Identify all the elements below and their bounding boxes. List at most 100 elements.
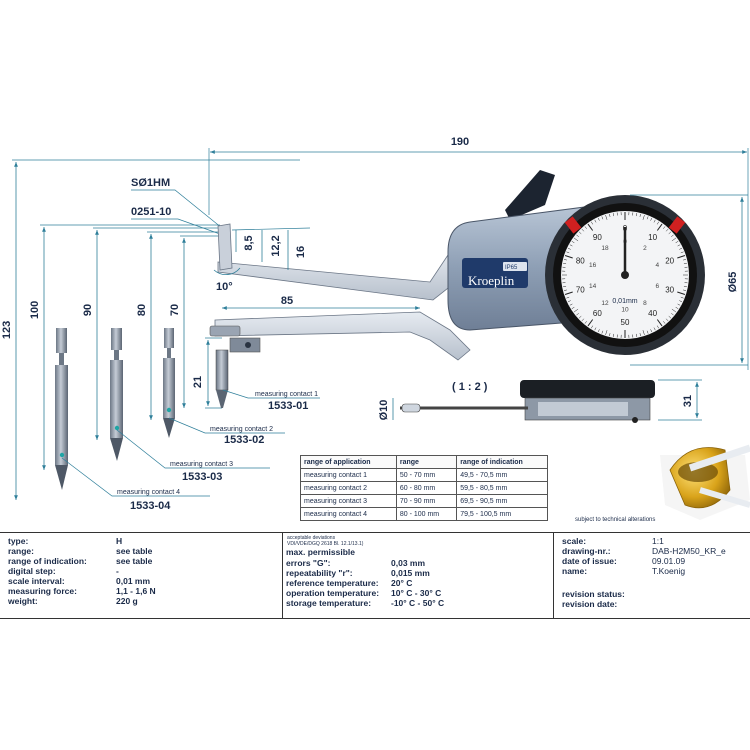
dial-tick: [587, 223, 594, 231]
contact-4-part: 1533-04: [130, 500, 171, 512]
dial-tick: [591, 221, 594, 225]
text-value: repeatability "r":: [286, 568, 353, 578]
dimension-123: 123: [1, 159, 300, 500]
contact-2-label: measuring contact 2: [210, 426, 273, 433]
dial-tick: [563, 262, 567, 265]
text-value: 0,01 mm: [116, 576, 151, 586]
contact-4: [55, 328, 68, 490]
text-value: revision date:: [562, 599, 618, 609]
dial-tick: [566, 251, 570, 254]
dial-outer-numeral: 10: [648, 233, 657, 242]
dial-outer-numeral: 70: [576, 286, 585, 295]
dial-tick: [680, 296, 684, 299]
dial-tick: [576, 313, 579, 316]
dial-tick: [563, 259, 567, 261]
contact-2-callout: measuring contact 2 1533-02: [168, 417, 285, 446]
dial-tick: [571, 306, 575, 309]
dial-outer-numeral: 20: [665, 256, 674, 265]
dimension-190: 190: [208, 136, 749, 370]
text-value: -10° C - 50° C: [391, 598, 445, 608]
range-table-header: range of application range range of indi…: [300, 455, 548, 469]
dial-outer-numeral: 90: [593, 233, 602, 242]
scale-view-label: ( 1 : 2 ): [452, 381, 488, 393]
contact-4-callout: measuring contact 4 1533-04: [61, 457, 210, 512]
dim-90-label: 90: [82, 304, 94, 316]
dial-tick: [656, 221, 659, 225]
dial-tick: [683, 259, 687, 261]
dial-tick: [642, 215, 645, 220]
table-cell: measuring contact 2: [300, 481, 397, 495]
text-value: measuring force:: [8, 586, 77, 596]
tip-leader: [131, 218, 221, 235]
table-row: measuring contact 1 50 - 70 mm 49,5 - 70…: [300, 468, 548, 482]
brand-logo: Kroeplin: [468, 273, 515, 288]
dial-inner-numeral: 2: [643, 245, 647, 252]
dial-tick: [584, 226, 587, 229]
dial-tick: [567, 247, 571, 250]
dial-tick: [594, 327, 597, 331]
dim-80-label: 80: [136, 304, 148, 316]
dial-outer-numeral: 60: [593, 309, 602, 318]
text-value: date of issue:: [562, 556, 617, 566]
dial-tick: [587, 319, 594, 327]
dial-tick: [573, 308, 579, 313]
dimension-90: 90: [82, 227, 220, 440]
dial-tick: [612, 213, 615, 217]
text-value: range of indication:: [8, 556, 87, 566]
dial-unit: 0,01mm: [612, 298, 637, 305]
dim-12-2-label: 12,2: [270, 235, 282, 256]
dial-inner-numeral: 4: [656, 262, 660, 269]
dial-tick: [680, 251, 684, 254]
table-cell: 70 - 90 mm: [395, 494, 458, 508]
dial-tick: [679, 300, 683, 303]
dim-65-label: Ø65: [727, 272, 739, 293]
text-value: max. permissible: [286, 547, 355, 557]
dial-tick: [653, 219, 656, 223]
dim-100-label: 100: [29, 301, 41, 319]
contact-2: [163, 328, 175, 438]
dial-tick: [668, 315, 672, 319]
dial-tick: [671, 308, 677, 313]
dial-tick: [646, 330, 649, 334]
dial-tick: [675, 241, 679, 244]
text-value: 09.01.09: [652, 556, 686, 566]
dimension-100: 100: [29, 224, 220, 470]
dim-190-label: 190: [451, 136, 469, 148]
table-row: measuring contact 4 80 - 100 mm 79,5 - 1…: [300, 507, 548, 521]
table-header-cell: range: [395, 455, 458, 469]
text-value: 0,015 mm: [391, 568, 430, 578]
table-cell: 50 - 70 mm: [395, 468, 458, 482]
dimension-12-2: 12,2: [261, 230, 282, 262]
table-cell: 80 - 100 mm: [395, 507, 458, 521]
dim-70-label: 70: [169, 304, 181, 316]
dial-tick: [597, 217, 600, 221]
dial-tick: [601, 216, 604, 220]
dial-tick: [605, 215, 608, 220]
contact-1-part: 1533-01: [268, 400, 308, 412]
dimension-21: 21: [192, 337, 222, 409]
dial-tick: [671, 237, 677, 242]
dial-outer-numeral: 50: [621, 318, 630, 327]
dial-tick: [635, 333, 638, 337]
dial-tick: [566, 296, 570, 299]
table-cell: measuring contact 1: [300, 468, 397, 482]
dial-tick: [563, 285, 567, 288]
deviations-column: acceptable deviations VDI/VDE/DGQ 2618 B…: [283, 533, 554, 618]
gold-contact-image: [660, 444, 750, 520]
dial-tick: [609, 333, 611, 337]
dial-tick: [663, 321, 666, 324]
tolerance-mark-right: [668, 216, 686, 234]
dimension-70: 70: [169, 235, 220, 408]
dial-tick: [569, 244, 573, 247]
text-value: name:: [562, 566, 588, 576]
dial-tick: [571, 241, 575, 244]
contact-3-label: measuring contact 3: [170, 461, 233, 468]
drawing-info-column: scale:1:1 drawing-nr.:DAB-H2M50_KR_e dat…: [554, 533, 750, 618]
contact-4-label: measuring contact 4: [117, 489, 180, 496]
title-block: type:H range:see table range of indicati…: [0, 532, 750, 619]
dial-tick: [639, 333, 641, 337]
dial-tick: [609, 213, 611, 217]
dim-21-label: 21: [192, 376, 204, 388]
text-value: type:: [8, 536, 29, 546]
